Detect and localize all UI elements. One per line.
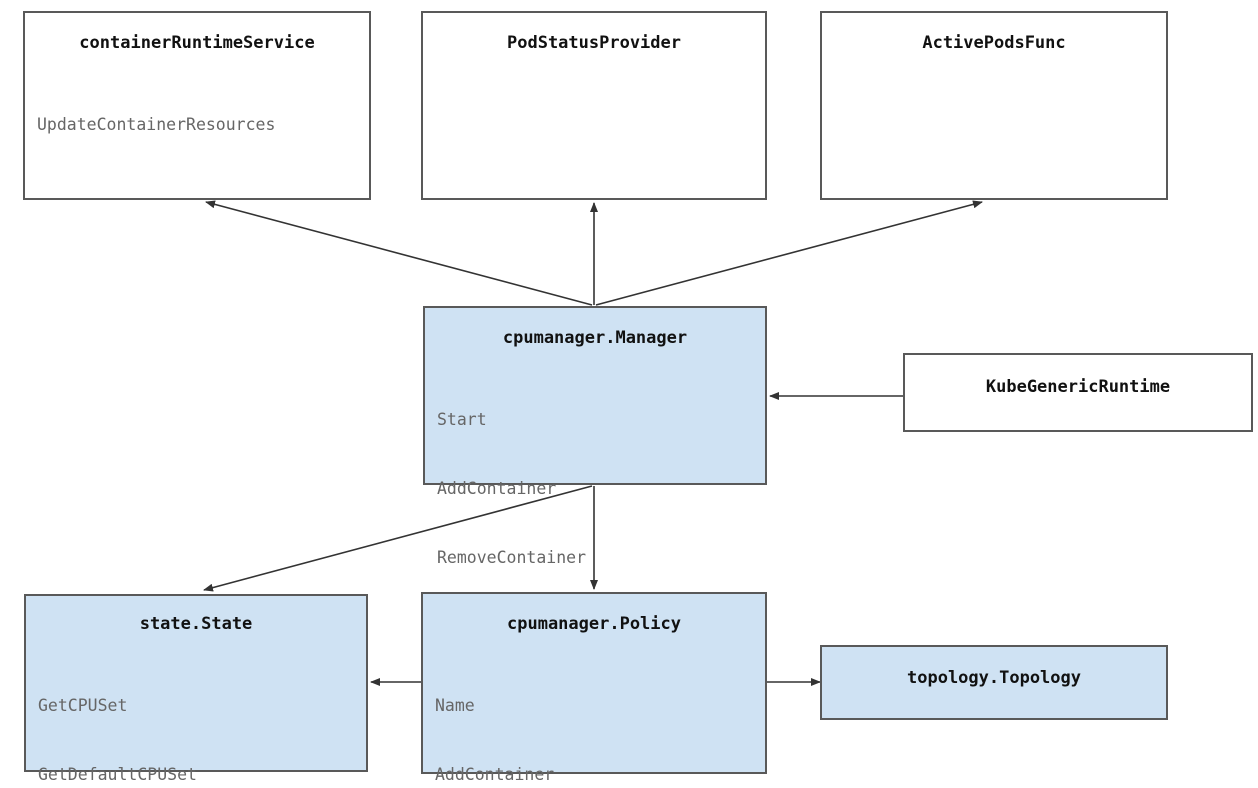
member-item: GetDefaultCPUSet — [38, 765, 197, 784]
node-topology-topology[interactable]: topology.Topology — [820, 645, 1168, 720]
member-item: RemoveContainer — [437, 548, 587, 567]
node-title: topology.Topology — [907, 668, 1081, 688]
node-title: cpumanager.Policy — [507, 614, 681, 634]
member-item: AddContainer — [437, 479, 557, 498]
node-title: state.State — [139, 614, 253, 634]
member-item: GetCPUSet — [38, 696, 128, 715]
member-item: Name — [435, 696, 475, 715]
edge-manager-to-active-pods-func — [595, 200, 983, 306]
node-title: cpumanager.Manager — [502, 328, 688, 348]
node-members: UpdateContainerResources — [25, 67, 369, 182]
member-item: AddContainer — [435, 765, 555, 784]
node-container-runtime-service[interactable]: containerRuntimeService UpdateContainerR… — [23, 11, 371, 200]
member-item: UpdateContainerResources — [37, 115, 276, 134]
node-state-state[interactable]: state.State GetCPUSet GetDefaultCPUSet S… — [24, 594, 368, 784]
node-cpumanager-manager[interactable]: cpumanager.Manager Start AddContainer Re… — [423, 306, 767, 636]
node-title: containerRuntimeService — [79, 33, 315, 53]
node-pod-status-provider[interactable]: PodStatusProvider — [421, 11, 767, 200]
node-title: ActivePodsFunc — [922, 33, 1066, 53]
node-members: Name AddContainer RemoveContainer — [423, 648, 765, 788]
node-active-pods-func[interactable]: ActivePodsFunc — [820, 11, 1168, 200]
node-title: PodStatusProvider — [507, 33, 681, 53]
node-cpumanager-policy[interactable]: cpumanager.Policy Name AddContainer Remo… — [421, 592, 767, 784]
node-title: KubeGenericRuntime — [985, 377, 1171, 397]
member-item: Start — [437, 410, 487, 429]
node-members: GetCPUSet GetDefaultCPUSet SetCPUSet Set… — [26, 648, 366, 788]
edge-manager-to-container-runtime-service — [205, 200, 593, 306]
node-kube-generic-runtime[interactable]: KubeGenericRuntime — [903, 353, 1253, 432]
